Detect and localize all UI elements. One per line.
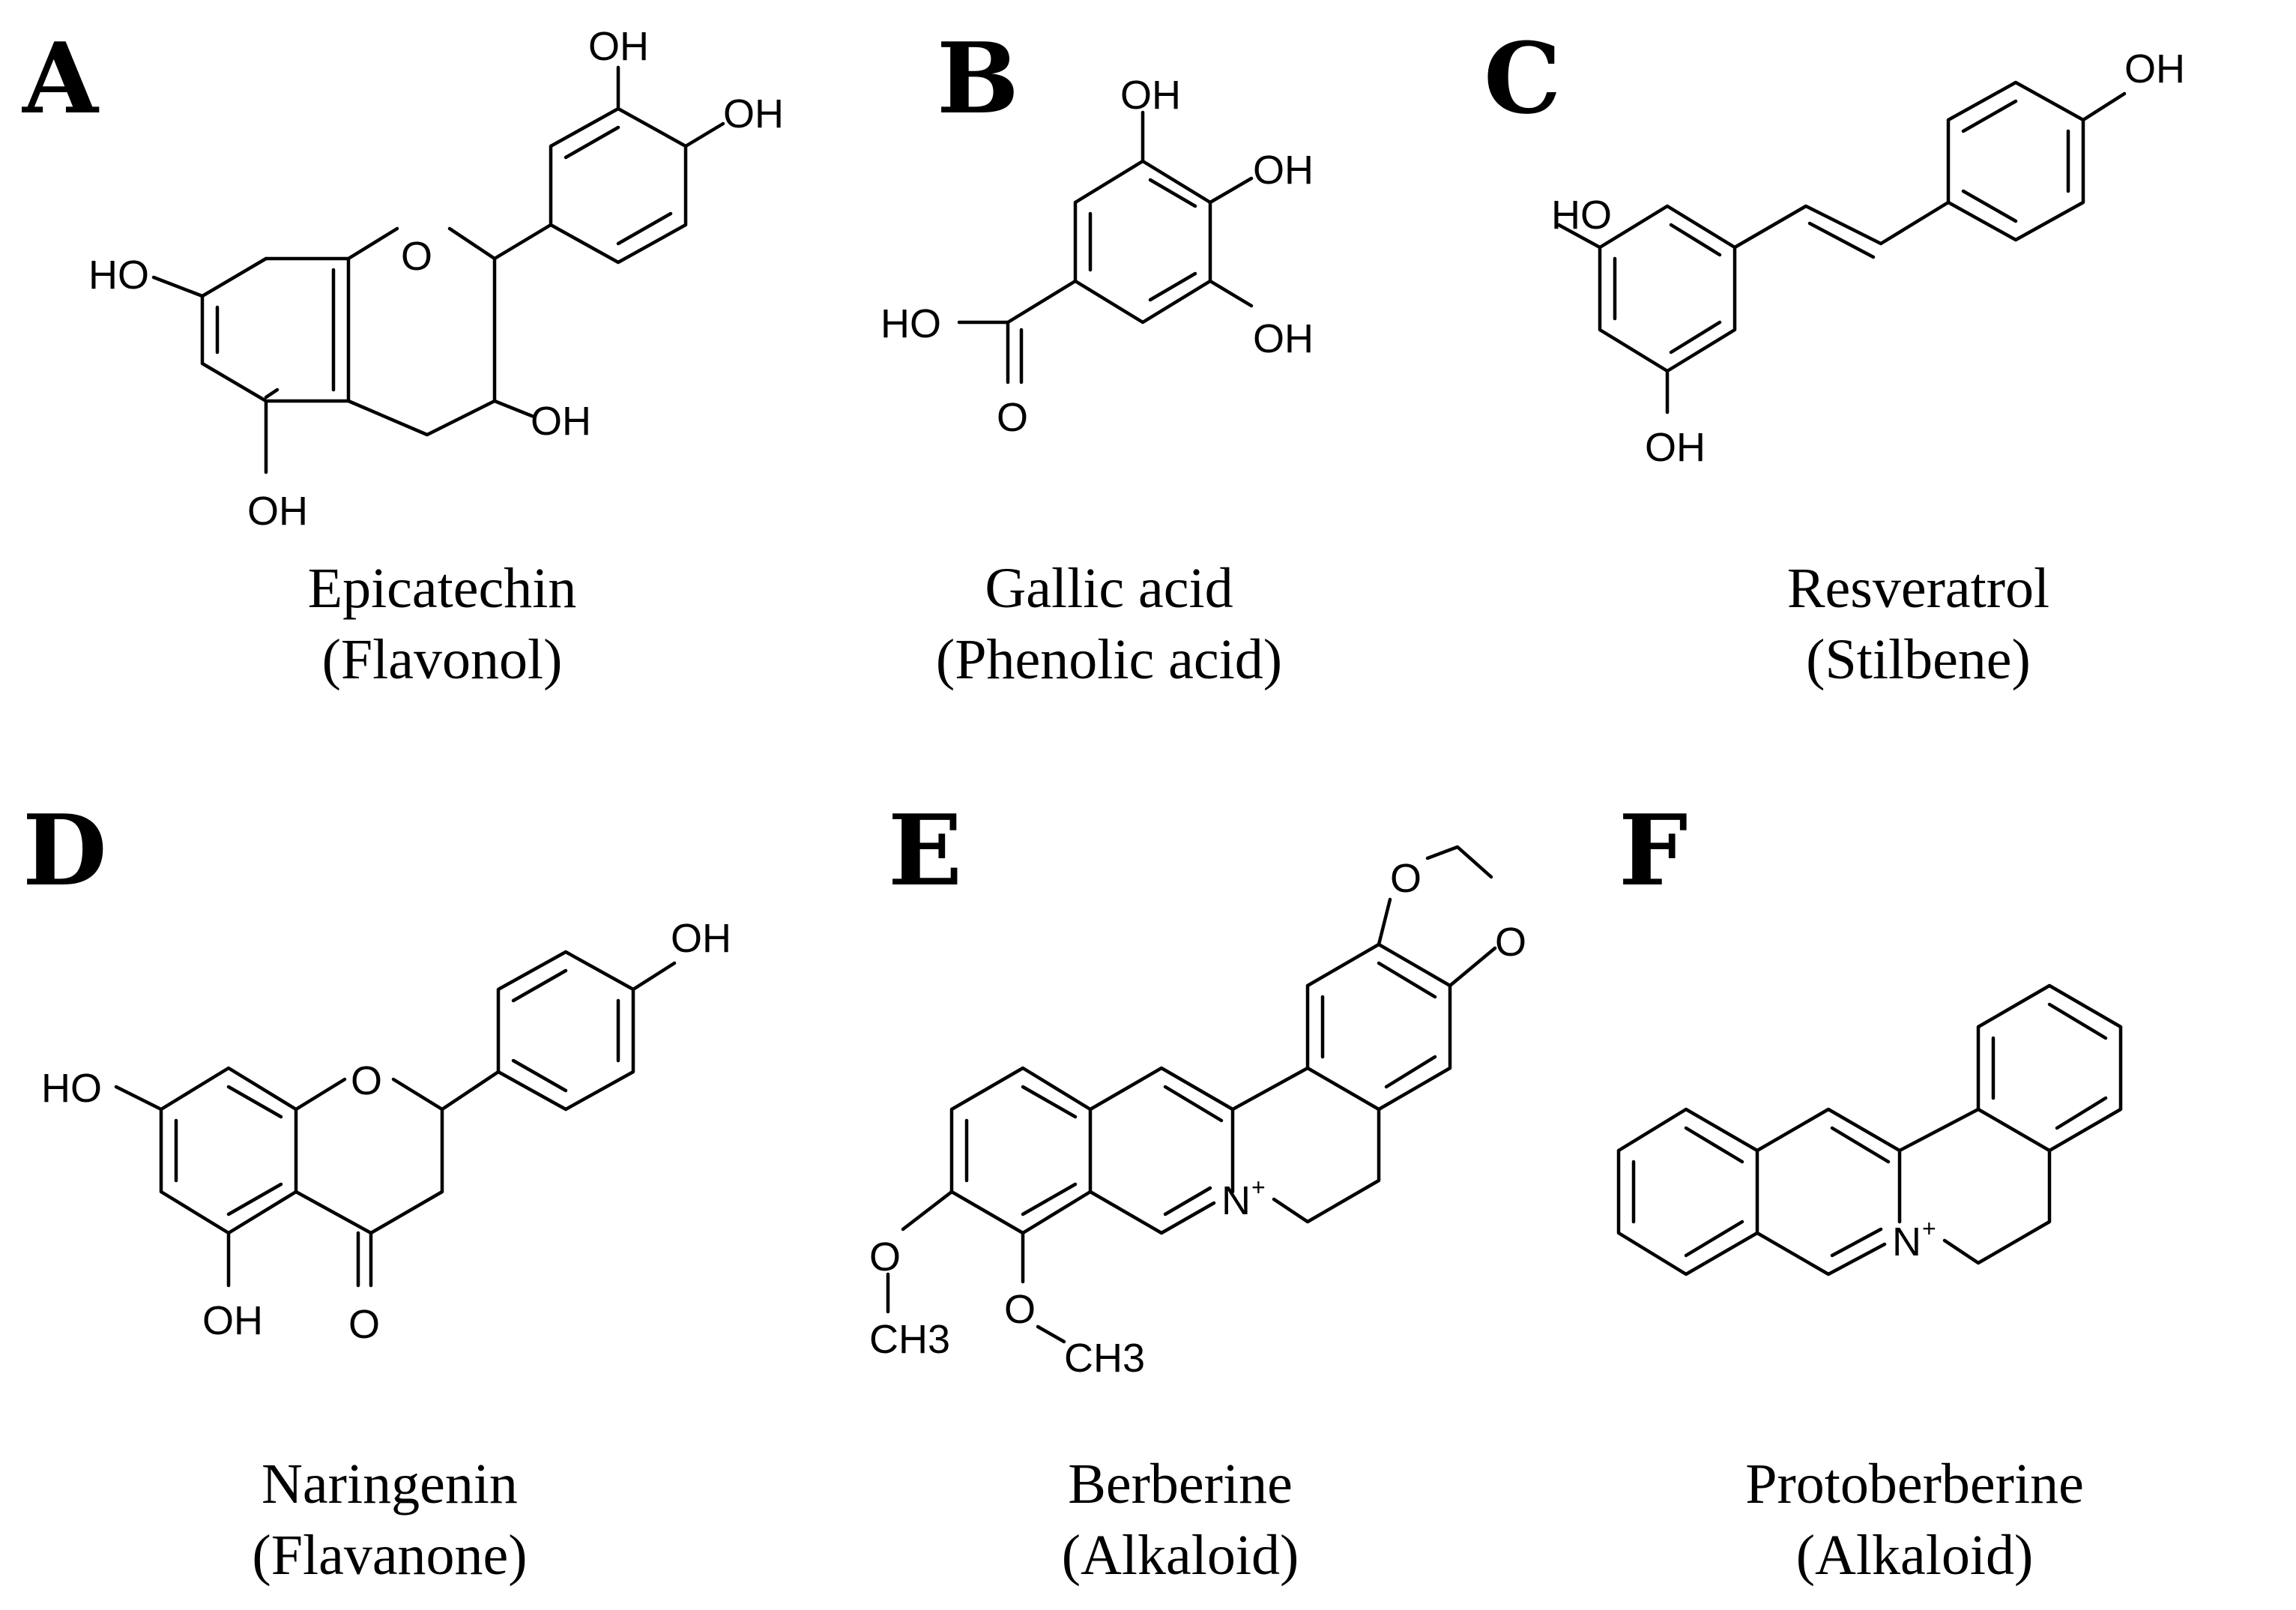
panel-b-name: Gallic acid [985, 557, 1233, 620]
atom-oh: OH [723, 91, 784, 136]
panel-f-structure [1616, 983, 2123, 1276]
atom-o-ring: O [351, 1058, 382, 1103]
panel-f-name: Protoberberine [1745, 1453, 2084, 1516]
panel-f-class: (Alkaloid) [1796, 1524, 2034, 1587]
atom-n: N [1221, 1178, 1251, 1223]
panel-a: A O HO OH OH OH OH Epi [21, 21, 784, 691]
panel-b-structure [957, 110, 1254, 385]
atom-o: O [869, 1234, 901, 1279]
panel-a-name: Epicatechin [308, 557, 577, 620]
panel-a-letter: A [21, 21, 100, 136]
atom-o-ring: O [401, 234, 432, 279]
panel-c-letter: C [1484, 21, 1561, 136]
panel-d-name: Naringenin [262, 1453, 518, 1516]
atom-ho: HO [1551, 193, 1612, 238]
atom-oh: OH [1645, 425, 1706, 470]
atom-oh: OH [531, 399, 591, 444]
atom-o: O [997, 395, 1028, 440]
atom-oh: OH [2124, 46, 2185, 91]
panel-e-structure [886, 845, 1497, 1344]
atom-oh: OH [1253, 148, 1314, 193]
atom-ho: HO [88, 253, 149, 298]
atom-o: O [348, 1302, 380, 1347]
atom-n: N [1892, 1219, 1921, 1264]
panel-d-structure [114, 950, 677, 1288]
panel-f-letter: F [1619, 793, 1688, 908]
atom-oh: OH [1253, 316, 1314, 361]
panel-e-letter: E [888, 793, 962, 908]
panel-c-class: (Stilbene) [1806, 628, 2031, 691]
atom-oh: OH [247, 489, 308, 534]
atom-oh: OH [202, 1298, 263, 1343]
panel-d-class: (Flavanone) [252, 1524, 527, 1587]
panel-e: E [869, 793, 1526, 1587]
panel-a-class: (Flavonol) [322, 628, 563, 691]
panel-b-class: (Phenolic acid) [936, 628, 1282, 691]
atom-oh: OH [671, 916, 731, 961]
panel-e-name: Berberine [1068, 1453, 1293, 1516]
panel-d-letter: D [22, 793, 107, 908]
charge-plus: + [1251, 1174, 1266, 1201]
panel-d: D O HO OH O OH Naringenin (Flavanone [22, 793, 731, 1587]
panel-c-structure [1556, 80, 2127, 414]
atom-o: O [1004, 1287, 1036, 1332]
panel-b-letter: B [937, 21, 1019, 136]
panel-a-structure [151, 65, 725, 474]
panel-c: C HO OH OH Resveratrol (Stilbene) [1484, 21, 2185, 691]
atom-ch3: CH3 [869, 1317, 950, 1362]
atom-oh: OH [588, 24, 649, 69]
atom-o: O [1495, 920, 1526, 965]
atom-ho: HO [41, 1066, 102, 1111]
atom-ho: HO [880, 301, 941, 346]
atom-ch3: CH3 [1064, 1336, 1145, 1381]
panel-e-class: (Alkaloid) [1062, 1524, 1299, 1587]
panel-b: B OH OH OH HO O Gallic acid (Phenolic ac… [880, 21, 1314, 691]
charge-plus: + [1922, 1215, 1936, 1242]
panel-f: F N + Protoberberine (Alkaloid) [1616, 793, 2123, 1587]
panel-c-name: Resveratrol [1787, 557, 2049, 620]
atom-o: O [1390, 856, 1422, 901]
atom-oh: OH [1120, 73, 1181, 118]
